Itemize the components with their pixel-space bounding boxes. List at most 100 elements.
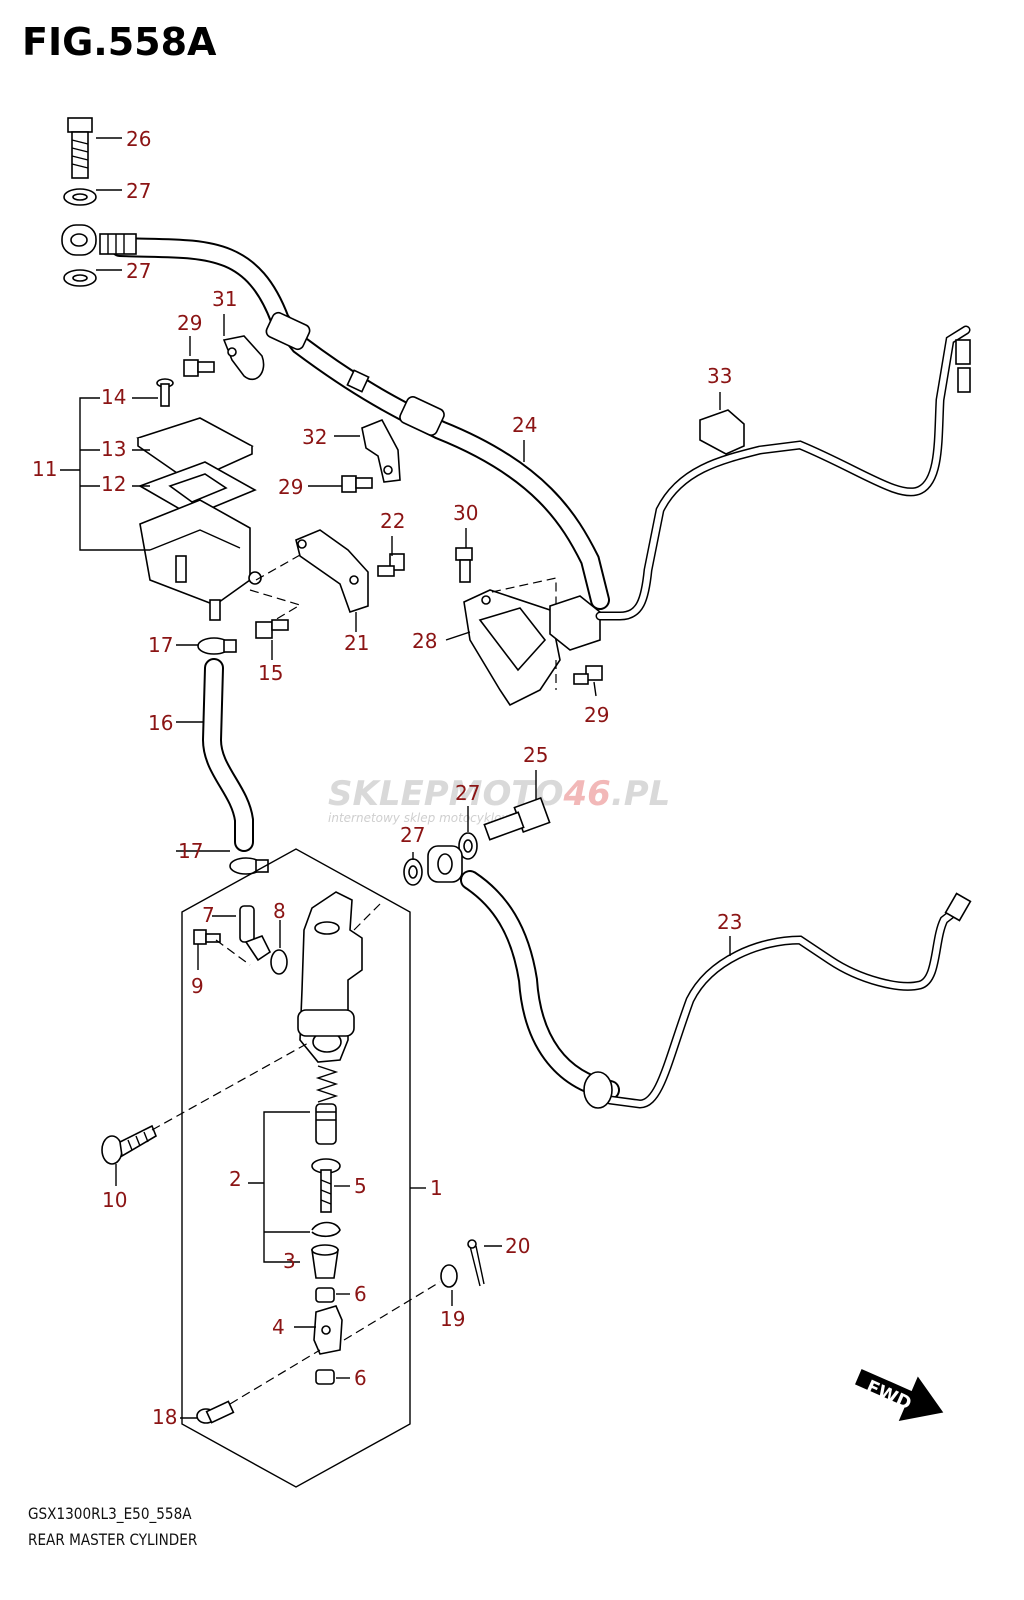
callout-29-top: 29 xyxy=(177,311,202,335)
callout-16: 16 xyxy=(148,711,173,735)
dash-hose xyxy=(353,903,381,931)
callout-30: 30 xyxy=(453,501,478,525)
cotter-pin-20 xyxy=(467,1239,485,1287)
dash-21 xyxy=(255,554,301,581)
watermark-num: 46 xyxy=(563,774,611,814)
dash-18 xyxy=(229,1349,321,1405)
bolt-30 xyxy=(455,547,473,583)
master-cylinder-body xyxy=(297,891,363,1063)
o-ring-8 xyxy=(270,949,288,975)
callout-15: 15 xyxy=(258,661,283,685)
screw-9 xyxy=(193,929,221,945)
callout-12: 12 xyxy=(101,472,126,496)
callout-labels: 1 2 3 4 5 6 6 7 8 9 10 11 12 13 14 15 16… xyxy=(32,127,742,1429)
bolt-15 xyxy=(255,619,289,639)
callout-29-right: 29 xyxy=(584,703,609,727)
figure-code: GSX1300RL3_E50_558A xyxy=(28,1504,192,1523)
callout-25: 25 xyxy=(523,743,548,767)
callout-9: 9 xyxy=(191,974,204,998)
bolt-10 xyxy=(101,1124,157,1165)
callout-14: 14 xyxy=(101,385,126,409)
callout-22: 22 xyxy=(380,509,405,533)
bolt-25 xyxy=(483,796,551,841)
callout-28: 28 xyxy=(412,629,437,653)
clevis-4 xyxy=(313,1305,343,1355)
piston-2 xyxy=(315,1103,337,1145)
washer-27-d xyxy=(403,858,423,886)
callout-7: 7 xyxy=(202,903,215,927)
bracket-28 xyxy=(463,589,561,707)
hose-grommets xyxy=(265,311,445,436)
nut-6-bottom xyxy=(315,1369,335,1385)
clip-33 xyxy=(699,409,745,455)
clamp-31 xyxy=(222,335,265,381)
push-rod-5 xyxy=(311,1158,341,1213)
callout-leaders xyxy=(96,137,731,1419)
callout-5: 5 xyxy=(354,1174,367,1198)
callout-18: 18 xyxy=(152,1405,177,1429)
callout-13: 13 xyxy=(101,437,126,461)
brake-hose-upper xyxy=(61,224,610,610)
watermark: SKLEPMOTO46.PL internetowy sklep motocyk… xyxy=(328,774,670,825)
circlip xyxy=(311,1221,341,1238)
watermark-suffix: .PL xyxy=(611,774,671,814)
callout-2: 2 xyxy=(229,1167,242,1191)
callout-4: 4 xyxy=(272,1315,285,1339)
callout-10: 10 xyxy=(102,1188,127,1212)
callout-8: 8 xyxy=(273,899,286,923)
bolt-22 xyxy=(377,553,405,577)
bracket-lines-2 xyxy=(248,1111,310,1263)
figure-description: REAR MASTER CYLINDER xyxy=(28,1530,198,1549)
bracket-21 xyxy=(295,529,369,614)
bolt-29-right xyxy=(573,665,603,685)
callout-19: 19 xyxy=(440,1307,465,1331)
callout-27-c: 27 xyxy=(455,781,480,805)
brake-hose-lower xyxy=(427,845,620,1100)
reservoir-hose-16 xyxy=(201,658,254,852)
callout-23: 23 xyxy=(717,910,742,934)
callout-27-a: 27 xyxy=(126,179,151,203)
diaphragm-12 xyxy=(138,461,257,517)
callout-21: 21 xyxy=(344,631,369,655)
union-block xyxy=(549,595,601,651)
screw-14 xyxy=(156,378,174,407)
callout-31: 31 xyxy=(212,287,237,311)
brake-pipe-24 xyxy=(595,325,971,621)
callout-29-mid: 29 xyxy=(278,475,303,499)
clamp-17-top xyxy=(197,637,237,655)
callout-27-d: 27 xyxy=(400,823,425,847)
dash-9 xyxy=(215,939,251,966)
clamp-17-bottom xyxy=(229,857,269,875)
reservoir-body-11 xyxy=(139,499,262,621)
dash-15 xyxy=(249,589,302,621)
callout-17-bottom: 17 xyxy=(178,839,203,863)
callout-26: 26 xyxy=(126,127,151,151)
washer-27-top xyxy=(63,188,97,206)
watermark-tagline: internetowy sklep motocyklowy xyxy=(328,811,519,825)
bracket-lines-11 xyxy=(60,397,150,551)
dash-19 xyxy=(343,1281,441,1341)
callout-6-bottom: 6 xyxy=(354,1366,367,1390)
pin-18 xyxy=(196,1400,235,1424)
fitting-7 xyxy=(239,905,272,962)
figure-title: FIG.558A xyxy=(22,20,217,64)
boot-3 xyxy=(311,1244,339,1279)
callout-32: 32 xyxy=(302,425,327,449)
washer-27-lower xyxy=(63,269,97,287)
callout-24: 24 xyxy=(512,413,537,437)
brake-pipe-23 xyxy=(583,892,972,1109)
callout-33: 33 xyxy=(707,364,732,388)
callout-6-top: 6 xyxy=(354,1282,367,1306)
watermark-prefix: SKLEP xyxy=(328,774,449,814)
callout-17-top: 17 xyxy=(148,633,173,657)
callout-20: 20 xyxy=(505,1234,530,1258)
reservoir-cap-13 xyxy=(136,417,254,483)
bolt-29-mid xyxy=(341,475,373,493)
bolt-26 xyxy=(67,117,93,179)
clamp-32 xyxy=(361,418,401,483)
callout-3: 3 xyxy=(283,1249,296,1273)
spring xyxy=(315,1065,339,1103)
assembly-frame-1 xyxy=(181,848,411,1488)
bolt-29-top xyxy=(183,359,215,377)
